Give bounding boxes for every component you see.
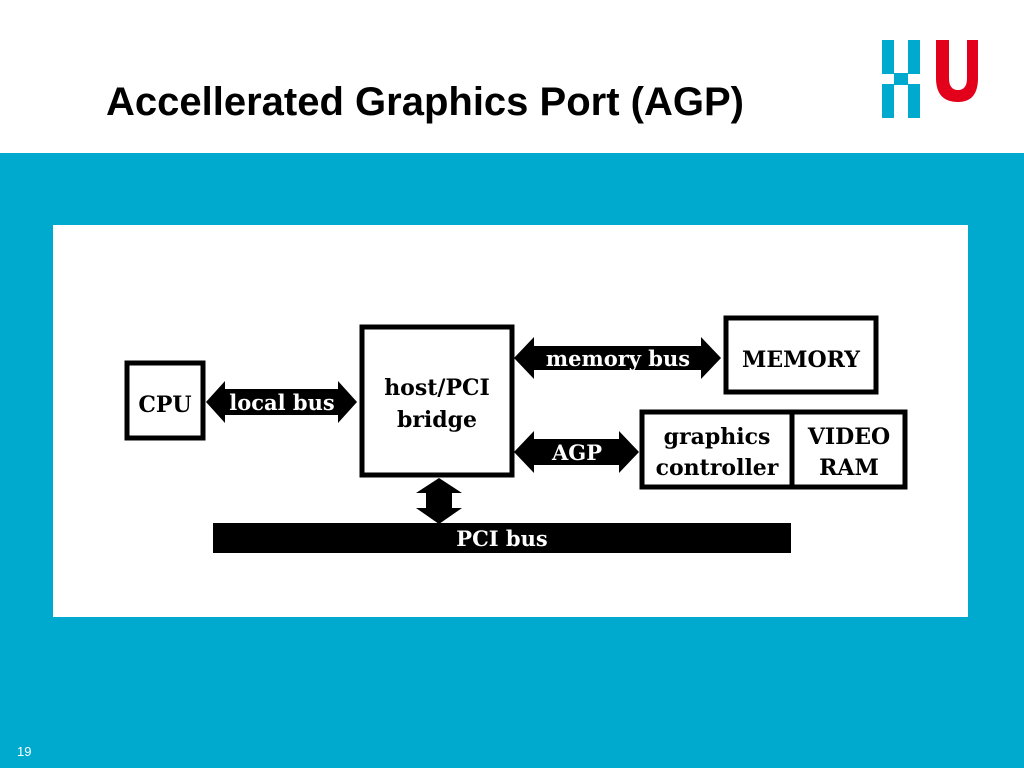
bridge-pci-arrow (416, 478, 462, 524)
logo-bar-mid-bottom (908, 84, 920, 118)
local-bus-arrow (206, 381, 357, 423)
logo-u-shape (936, 40, 978, 102)
hhu-logo-icon (882, 40, 978, 118)
pci-bus-label: PCI bus (456, 526, 547, 551)
page-number: 19 (17, 744, 32, 759)
pci-bus-bar (213, 523, 791, 553)
local-bus-label: local bus (229, 390, 334, 415)
memory-block (723, 315, 879, 395)
logo-bar-mid-top (908, 40, 920, 74)
logo-bar-left-top (882, 40, 894, 74)
memory-bus-arrow (514, 337, 721, 379)
cpu-label: CPU (138, 392, 191, 418)
video-ram-block (789, 409, 908, 490)
vram-label-line1: VIDEO (807, 424, 890, 450)
slide-title: Accellerated Graphics Port (AGP) (106, 80, 744, 124)
agp-label: AGP (551, 440, 602, 465)
bridge-label-line1: host/PCI (384, 375, 490, 401)
host-pci-bridge-block (359, 324, 515, 478)
memory-label: MEMORY (742, 347, 860, 373)
vram-label-line2: RAM (819, 455, 879, 481)
graphics-label-line2: controller (656, 455, 779, 481)
graphics-label-line1: graphics (664, 424, 771, 450)
logo-bar-left-bottom (882, 84, 894, 118)
cpu-block (124, 360, 206, 441)
diagram-panel: CPU local bus host/PCI bridge memory bus… (53, 225, 968, 617)
bridge-label-line2: bridge (397, 407, 477, 433)
agp-block-diagram: CPU local bus host/PCI bridge memory bus… (124, 315, 908, 553)
memory-bus-label: memory bus (546, 346, 690, 371)
slide-header: Accellerated Graphics Port (AGP) (0, 0, 1024, 153)
agp-arrow (514, 431, 639, 473)
logo-crossbar (894, 73, 908, 85)
